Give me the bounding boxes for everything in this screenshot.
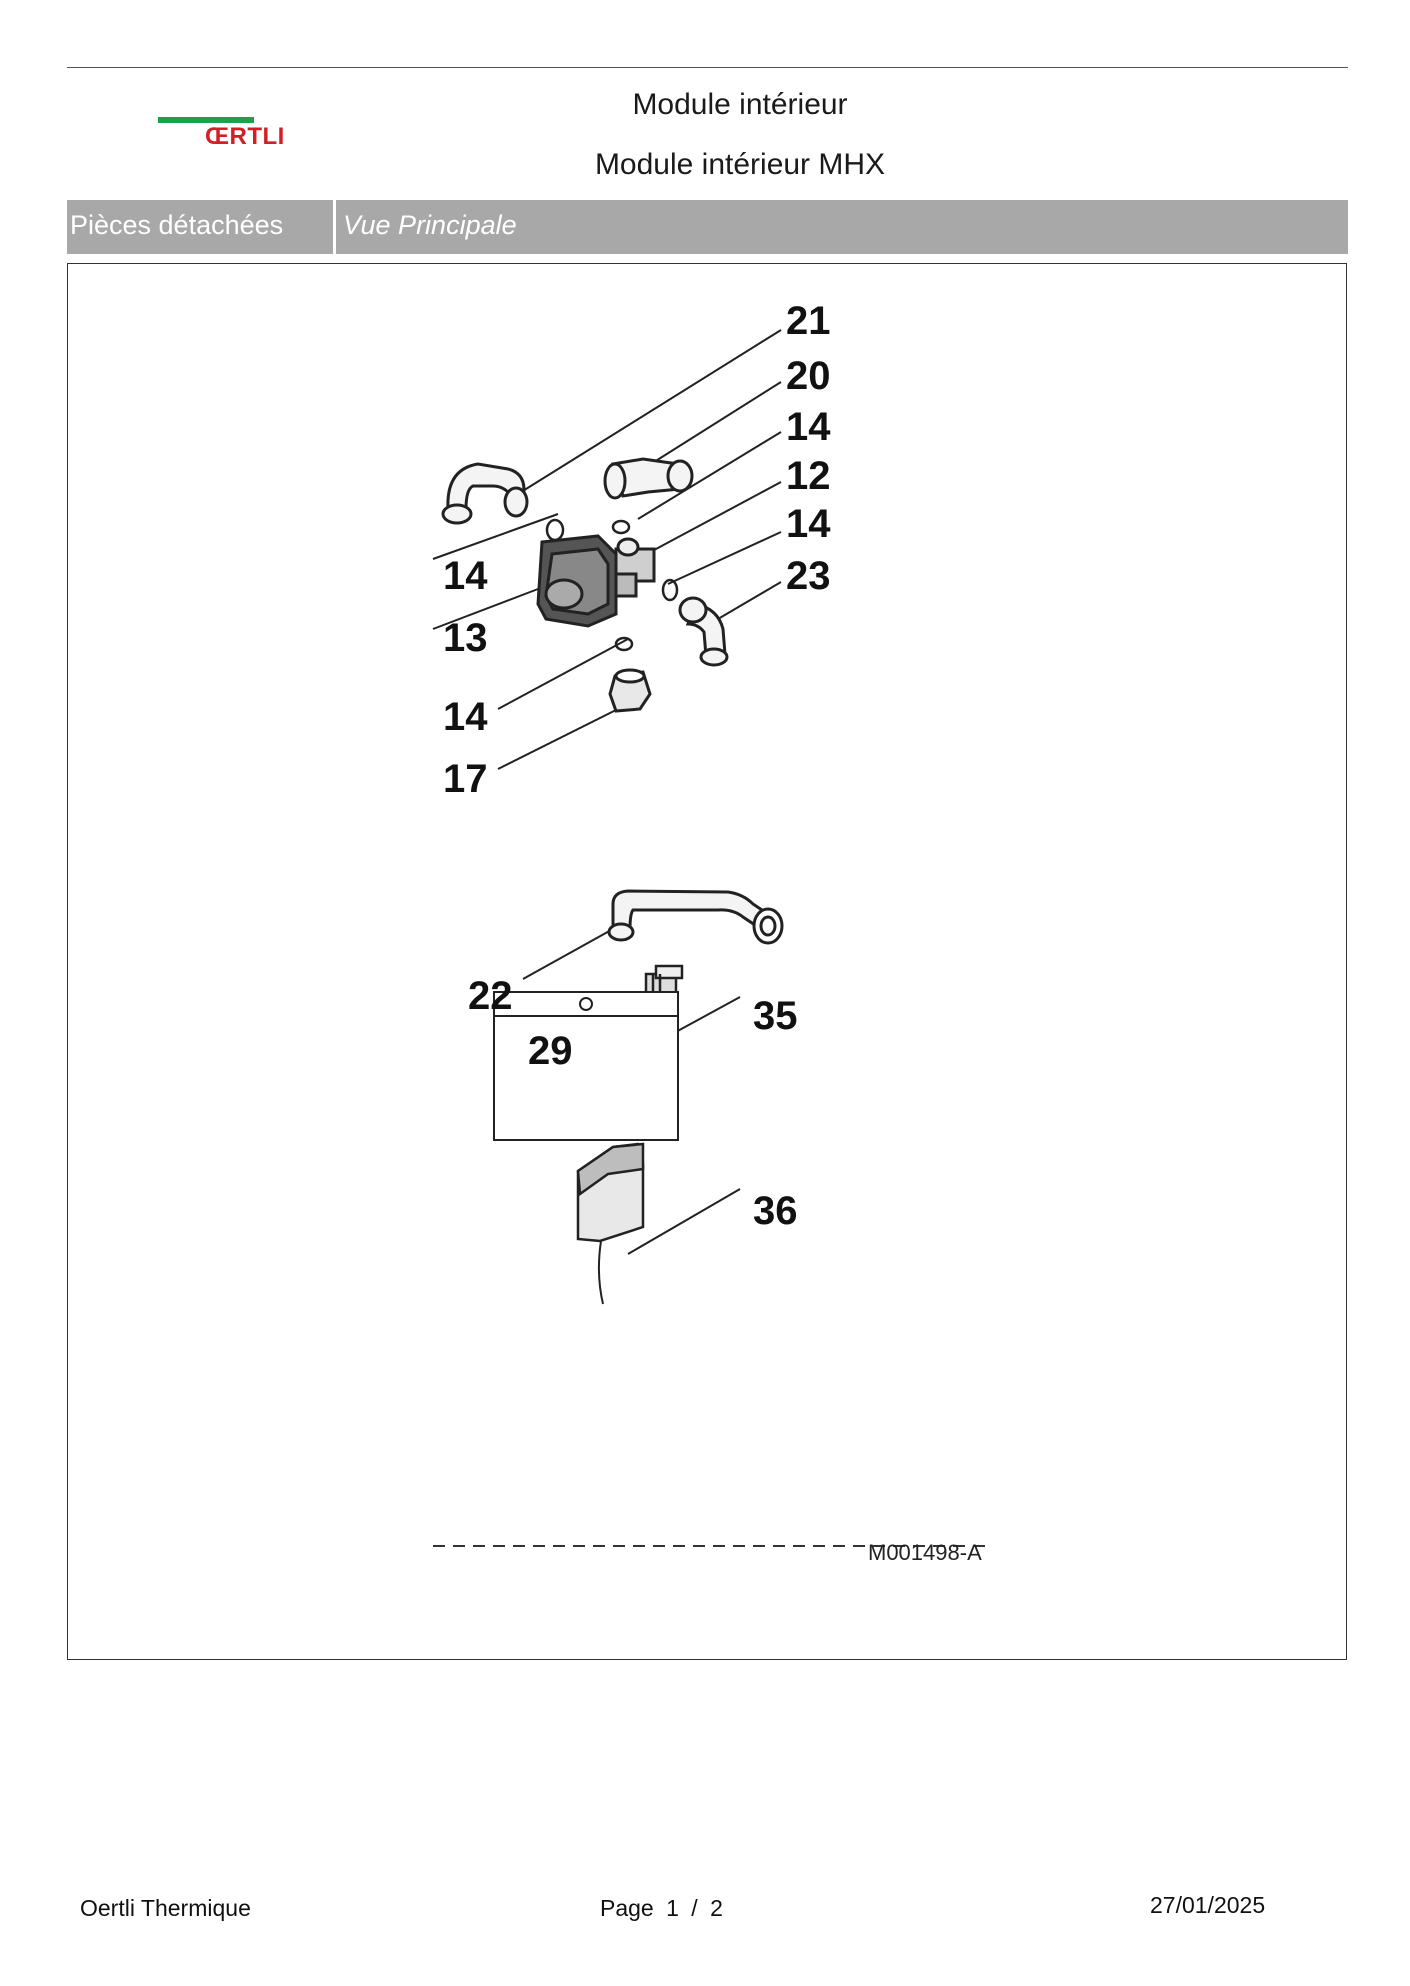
band-separator: [333, 200, 336, 254]
leader-20: [642, 381, 782, 470]
part-35-bag: [493, 991, 679, 1141]
callout-14d: 14: [443, 695, 488, 739]
exploded-parts-diagram: 21 20 14 12 14 23 14 13 14 17 22 29 35 3…: [432, 299, 988, 1565]
part-22-pipe: [607, 889, 784, 945]
leader-14d: [497, 638, 629, 710]
leader-21: [517, 329, 782, 495]
footer-page-total: 2: [710, 1895, 723, 1921]
top-rule: [67, 67, 1348, 68]
footer-page-number: Page 1 / 2: [600, 1895, 729, 1922]
part-23-elbow: [678, 596, 729, 667]
logo-text: ŒRTLI: [205, 123, 285, 150]
callout-12: 12: [786, 454, 831, 498]
leader-22: [522, 928, 614, 980]
callout-36: 36: [753, 1189, 798, 1233]
diagram-frame: 21 20 14 12 14 23 14 13 14 17 22 29 35 3…: [67, 263, 1347, 1660]
callout-35: 35: [753, 994, 798, 1038]
callout-29: 29: [528, 1029, 573, 1073]
callout-20: 20: [786, 354, 831, 398]
diagram-reference-code: M001498-A: [868, 1540, 982, 1565]
oertli-logo: ŒRTLI: [158, 113, 308, 153]
band-label-view: Vue Principale: [343, 210, 517, 240]
leader-36: [627, 1188, 741, 1255]
logo-green-bar: [158, 117, 254, 123]
part-17-nut: [608, 668, 652, 713]
page-title: Module intérieur: [632, 88, 848, 121]
page-subtitle: Module intérieur MHX: [594, 148, 886, 181]
callout-23: 23: [786, 554, 831, 598]
band-label-parts: Pièces détachées: [70, 210, 284, 240]
leader-13: [432, 588, 539, 630]
footer-date: 27/01/2025: [1150, 1892, 1266, 1918]
part-20-elbow: [603, 457, 694, 500]
leader-17: [497, 703, 629, 770]
part-21-pipe: [441, 462, 529, 525]
footer-page-current: 1: [666, 1895, 679, 1921]
section-band: Pièces détachées Vue Principale: [67, 200, 1348, 254]
part-29-sensor: [644, 964, 684, 996]
callout-21: 21: [786, 299, 831, 343]
part-36-sensor: [576, 1142, 645, 1305]
callout-17: 17: [443, 757, 488, 801]
footer-page-separator: /: [691, 1895, 698, 1921]
leader-14a: [637, 431, 782, 520]
callout-22: 22: [468, 974, 513, 1018]
footer-company: Oertli Thermique: [80, 1895, 251, 1921]
callout-14a: 14: [786, 405, 831, 449]
leader-23: [717, 581, 782, 620]
leader-14c: [432, 513, 559, 560]
callout-14c: 14: [443, 554, 488, 598]
callout-14b: 14: [786, 502, 831, 546]
part-13-pump: [536, 534, 656, 628]
leader-14b: [667, 531, 782, 585]
callout-13: 13: [443, 616, 488, 660]
footer-page-label: Page: [600, 1895, 654, 1921]
